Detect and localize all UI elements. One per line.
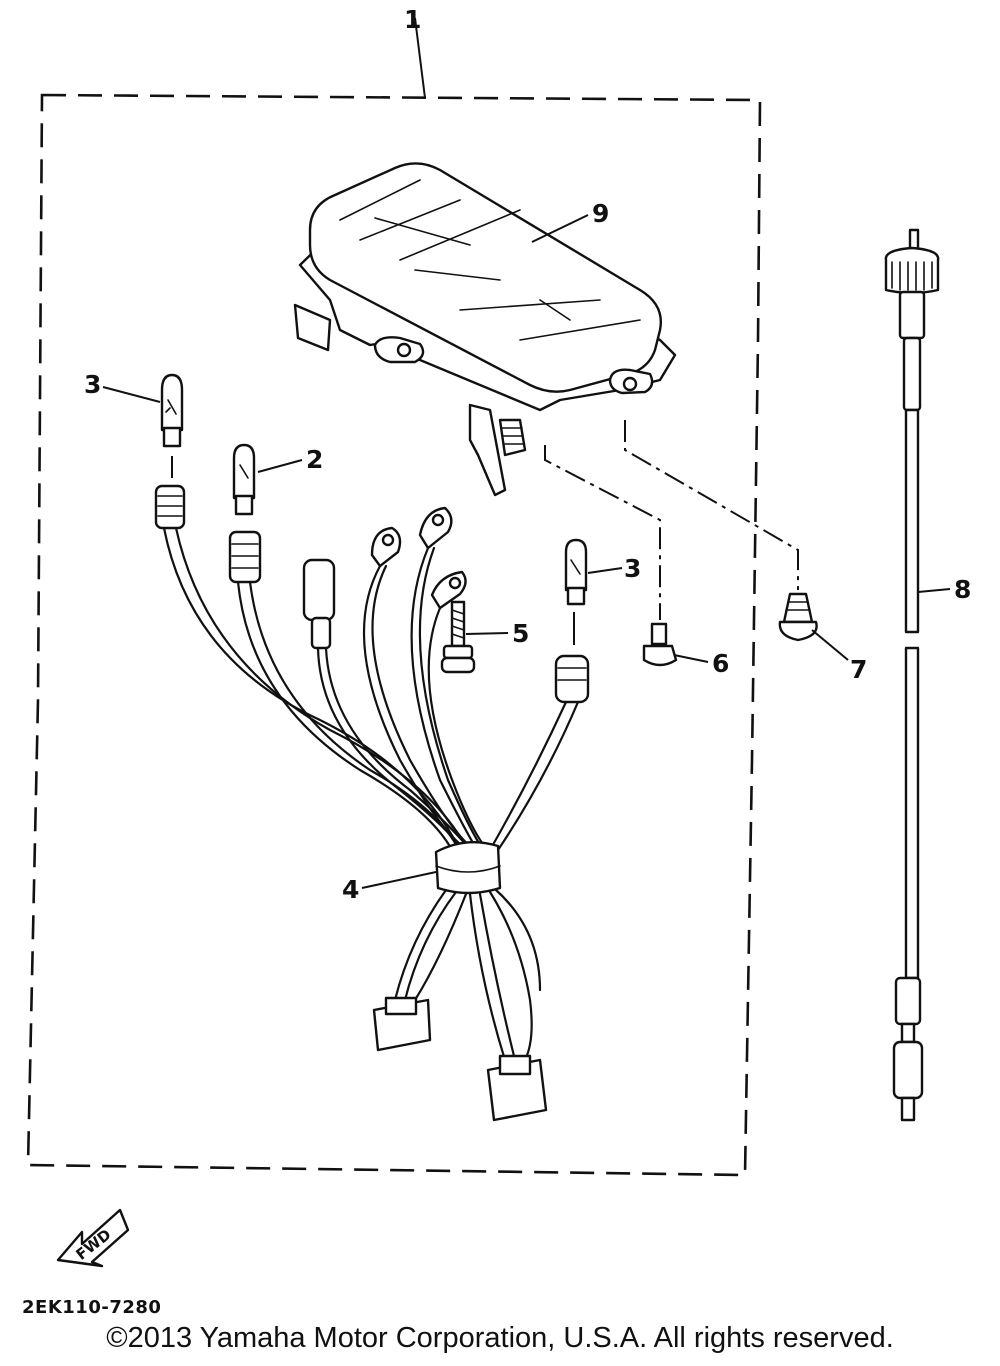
copyright-notice: ©2013 Yamaha Motor Corporation, U.S.A. A…: [106, 1322, 894, 1354]
callout-3a: 3: [84, 370, 161, 403]
bulb-3-right: [564, 538, 588, 645]
callout-4: 4: [342, 871, 437, 904]
bulb-3-left: [160, 373, 184, 478]
nut-7: [778, 592, 818, 642]
callout-3a-label: 3: [84, 370, 101, 399]
callout-6-label: 6: [712, 649, 729, 678]
diagram-code: 2EK110-7280: [22, 1297, 161, 1318]
callout-5: 5: [465, 619, 529, 648]
speedometer-cable: [884, 228, 940, 1122]
callout-8-label: 8: [954, 575, 971, 604]
callout-2-label: 2: [306, 445, 323, 474]
wire-harness: [154, 484, 590, 1122]
callout-1-label: 1: [404, 5, 421, 34]
callout-9-label: 9: [592, 199, 609, 228]
callout-3b-label: 3: [624, 554, 641, 583]
callout-5-label: 5: [512, 619, 529, 648]
callout-6: 6: [673, 649, 729, 678]
callout-1: 1: [404, 5, 426, 99]
screw-5: [440, 600, 476, 674]
callout-8: 8: [917, 575, 971, 604]
callout-7: 7: [811, 629, 867, 684]
assembly-boundary: [26, 93, 762, 1177]
fwd-arrow-icon: FWD: [56, 1208, 130, 1268]
callout-2: 2: [257, 445, 323, 474]
callout-3b: 3: [587, 554, 641, 583]
meter-housing: [293, 162, 677, 497]
callout-4-label: 4: [342, 875, 359, 904]
callout-9: 9: [531, 199, 609, 243]
callout-7-label: 7: [850, 655, 867, 684]
bulb-2: [232, 443, 256, 516]
screw-6: [642, 622, 678, 667]
